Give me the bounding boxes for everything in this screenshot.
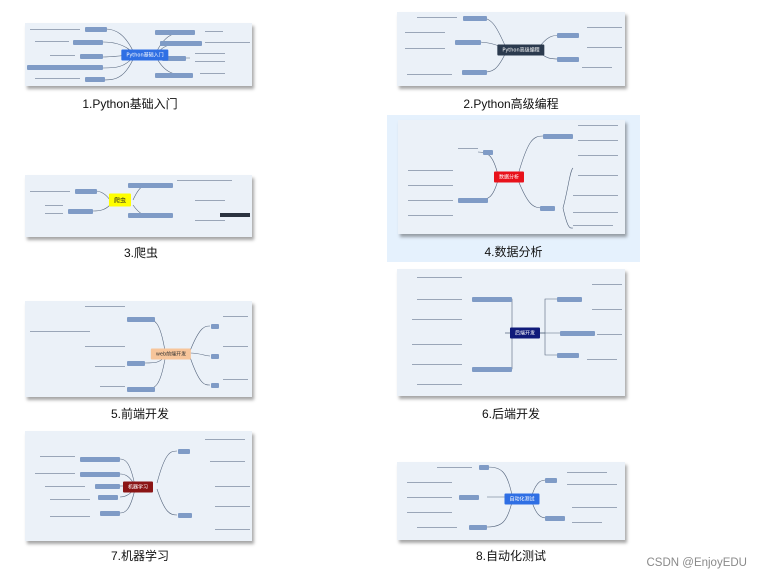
- item-caption[interactable]: 8.自动化测试: [475, 549, 546, 563]
- item-caption[interactable]: 1.Python基础入门: [82, 97, 178, 111]
- mindmap-thumbnail[interactable]: Python基础入门: [25, 23, 252, 86]
- mindmap-center-node: Python基础入门: [121, 49, 169, 61]
- mindmap-connectors: [119, 450, 178, 516]
- mindmap-thumbnail[interactable]: web前端开发: [25, 301, 252, 397]
- item-caption[interactable]: 6.后端开发: [481, 407, 540, 421]
- mindmap-center-node: 数据分析: [493, 171, 525, 183]
- mindmap-item-7[interactable]: 机器学习 7.机器学习: [0, 425, 380, 578]
- mindmap-thumbnail[interactable]: 后端开发: [397, 269, 625, 396]
- mindmap-center-node: Python高级编程: [497, 44, 545, 56]
- item-caption[interactable]: 4.数据分析: [484, 245, 543, 259]
- mindmap-center-node: 后端开发: [509, 327, 541, 339]
- mindmap-center-node: 机器学习: [122, 481, 154, 493]
- mindmap-thumbnail[interactable]: 爬虫: [25, 175, 252, 237]
- mindmap-connectors: [497, 298, 562, 370]
- mindmap-center-node: 爬虫: [108, 193, 132, 207]
- item-caption[interactable]: 7.机器学习: [110, 549, 169, 563]
- mindmap-center-node: web前端开发: [150, 348, 192, 360]
- mindmap-item-8[interactable]: 自动化测试 8.自动化测试: [380, 425, 761, 578]
- mindmap-item-3[interactable]: 爬虫 3.爬虫: [0, 115, 380, 265]
- mindmap-item-6[interactable]: 后端开发 6.后端开发: [380, 265, 761, 425]
- mindmap-item-5[interactable]: web前端开发 5.前端开发: [0, 265, 380, 425]
- mindmap-thumbnail[interactable]: 数据分析: [398, 120, 625, 234]
- mindmap-thumbnail[interactable]: 自动化测试: [397, 462, 625, 540]
- item-caption[interactable]: 2.Python高级编程: [463, 97, 559, 111]
- mindmap-item-1[interactable]: Python基础入门 1.Python基础入门: [0, 0, 380, 115]
- item-caption[interactable]: 5.前端开发: [110, 407, 169, 421]
- mindmap-item-4[interactable]: 数据分析 4.数据分析: [387, 115, 640, 262]
- mindmap-center-node: 自动化测试: [504, 493, 540, 505]
- mindmap-item-2[interactable]: Python高级编程 2.Python高级编程: [380, 0, 761, 115]
- mindmap-thumbnail[interactable]: 机器学习: [25, 431, 252, 541]
- item-caption[interactable]: 3.爬虫: [123, 246, 158, 260]
- mindmap-thumbnail[interactable]: Python高级编程: [397, 12, 625, 86]
- watermark: CSDN @EnjoyEDU: [646, 557, 747, 569]
